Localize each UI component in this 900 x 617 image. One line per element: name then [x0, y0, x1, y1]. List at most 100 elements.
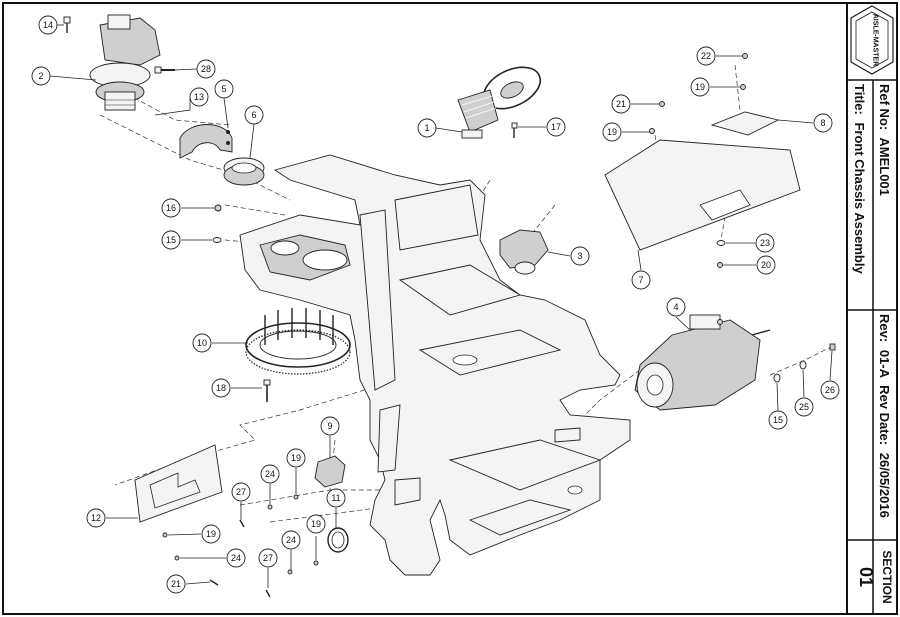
title-block: AISLE-MASTER Ref No: AMEL001 Title: Fron…	[846, 4, 897, 613]
cover-plate	[710, 111, 780, 136]
svg-text:18: 18	[216, 383, 226, 393]
callout-4: 4	[666, 297, 686, 317]
callout-bubbles: 14 2 28 13 5 6 16 15 10 18 1 17 3 22 19 …	[31, 15, 840, 594]
floor-plate	[604, 139, 801, 251]
svg-text:27: 27	[263, 553, 273, 563]
callout-24: 24	[226, 548, 246, 568]
svg-text:25: 25	[799, 402, 809, 412]
callout-24: 24	[260, 464, 280, 484]
callout-25: 25	[794, 397, 814, 417]
side-plate	[134, 444, 223, 523]
svg-text:Ref No: AMEL001: Ref No: AMEL001	[878, 84, 893, 196]
callout-26: 26	[820, 380, 840, 400]
callout-22: 22	[696, 46, 716, 66]
svg-text:26: 26	[825, 385, 835, 395]
callout-17: 17	[546, 117, 566, 137]
svg-text:8: 8	[820, 118, 825, 128]
svg-text:28: 28	[201, 64, 211, 74]
svg-text:16: 16	[166, 203, 176, 213]
callout-6: 6	[244, 105, 264, 125]
svg-text:17: 17	[551, 122, 561, 132]
section-label: SECTION	[880, 550, 894, 603]
callout-14: 14	[38, 15, 58, 35]
ref-no-label: Ref No:	[878, 84, 893, 130]
slew-ring	[245, 308, 351, 375]
rev-label: Rev:	[878, 314, 893, 342]
callout-10: 10	[192, 333, 212, 353]
svg-text:2: 2	[38, 71, 43, 81]
title-value: Front Chassis Assembly	[853, 122, 868, 274]
callout-3: 3	[570, 246, 590, 266]
svg-text:19: 19	[291, 453, 301, 463]
seal-ring	[327, 527, 349, 553]
callout-2: 2	[31, 66, 51, 86]
company-logo: AISLE-MASTER	[850, 5, 894, 75]
svg-text:7: 7	[638, 275, 643, 285]
callout-15: 15	[768, 410, 788, 430]
motor-fasteners	[773, 343, 836, 383]
callout-23: 23	[755, 233, 775, 253]
clamp-bracket	[179, 124, 233, 159]
section-value: 01	[856, 567, 876, 587]
callout-19: 19	[306, 514, 326, 534]
nut-washer-16-15	[212, 204, 222, 243]
svg-text:12: 12	[91, 513, 101, 523]
svg-text:19: 19	[206, 529, 216, 539]
callout-15: 15	[161, 230, 181, 250]
svg-text:1: 1	[424, 123, 429, 133]
svg-text:24: 24	[231, 553, 241, 563]
svg-text:21: 21	[171, 579, 181, 589]
rev-date-label: Rev Date:	[878, 385, 893, 445]
callout-16: 16	[161, 198, 181, 218]
svg-text:27: 27	[236, 487, 246, 497]
callout-27: 27	[258, 548, 278, 568]
svg-text:Rev: 01-A Rev Date: Rev: 01-A Rev Date: 26/05/2016	[878, 314, 893, 518]
title-label: Title:	[853, 84, 868, 115]
callout-11: 11	[326, 488, 346, 508]
rev-value: 01-A	[878, 350, 893, 379]
bolt-part-28	[154, 66, 175, 74]
callout-27: 27	[231, 482, 251, 502]
svg-text:10: 10	[197, 338, 207, 348]
callout-21: 21	[166, 574, 186, 594]
assembly-lines	[99, 64, 836, 523]
svg-text:20: 20	[761, 260, 771, 270]
svg-text:21: 21	[616, 99, 626, 109]
controller-module	[314, 455, 346, 488]
callout-18: 18	[211, 378, 231, 398]
svg-text:3: 3	[577, 251, 582, 261]
callout-21: 21	[611, 94, 631, 114]
callout-8: 8	[813, 113, 833, 133]
ref-no-value: AMEL001	[878, 137, 893, 196]
svg-text:5: 5	[221, 84, 226, 94]
svg-text:9: 9	[327, 421, 332, 431]
callout-13: 13	[189, 87, 209, 107]
front-chassis-frame	[239, 154, 631, 576]
svg-text:19: 19	[607, 127, 617, 137]
svg-text:19: 19	[695, 82, 705, 92]
hydraulic-pump	[499, 229, 549, 275]
callout-20: 20	[756, 255, 776, 275]
callout-19: 19	[602, 122, 622, 142]
bolt-part-14	[63, 16, 71, 33]
bolt-part-17	[511, 122, 518, 138]
svg-text:13: 13	[194, 92, 204, 102]
callout-5: 5	[214, 79, 234, 99]
small-screws	[162, 494, 319, 598]
callout-7: 7	[631, 270, 651, 290]
svg-text:19: 19	[311, 519, 321, 529]
callout-28: 28	[196, 59, 216, 79]
callout-12: 12	[86, 508, 106, 528]
svg-text:15: 15	[773, 415, 783, 425]
svg-text:14: 14	[43, 20, 53, 30]
callout-24: 24	[281, 530, 301, 550]
rev-date-value: 26/05/2016	[878, 453, 893, 518]
logo-text: AISLE-MASTER	[872, 14, 879, 67]
svg-text:15: 15	[166, 235, 176, 245]
callout-9: 9	[320, 416, 340, 436]
svg-text:24: 24	[265, 469, 275, 479]
bolt-part-18	[263, 379, 271, 402]
